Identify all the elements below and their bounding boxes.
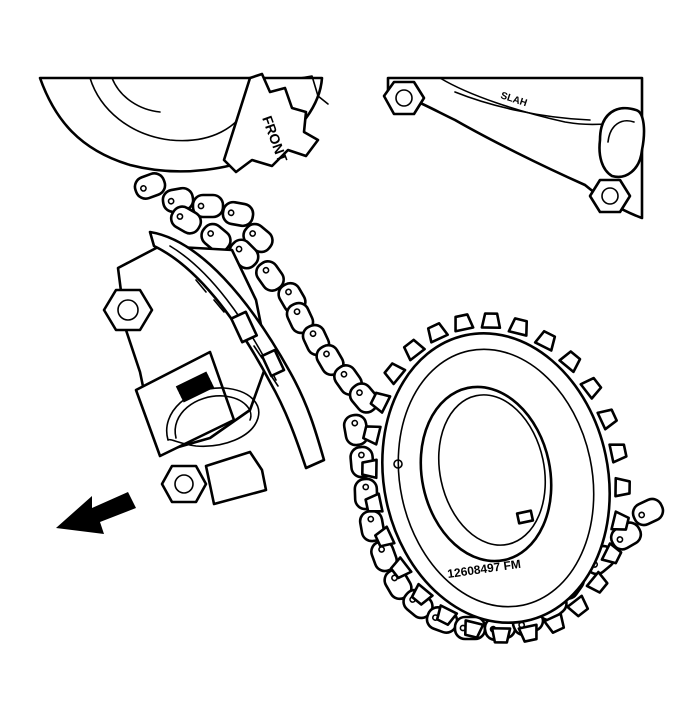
sprocket-tooth (608, 443, 628, 464)
sprocket-tooth (369, 391, 392, 414)
sprocket-tooth (389, 556, 413, 580)
sprocket-tooth (579, 376, 603, 400)
tensioner-bolt-lower (160, 450, 268, 506)
chain-link (631, 497, 665, 527)
sprocket-tooth (558, 350, 582, 374)
sprocket-tooth (517, 623, 538, 643)
sprocket-tooth (600, 542, 623, 565)
cover-bolt-left (382, 80, 426, 116)
chain-link (169, 205, 203, 235)
sprocket-keyway (515, 509, 535, 525)
chain-link (200, 222, 232, 254)
sprocket-tooth (566, 594, 590, 618)
sprocket-tooth (533, 329, 557, 352)
sprocket-tooth (614, 476, 631, 498)
sprocket-tooth (463, 619, 485, 639)
sprocket-tooth (361, 458, 378, 480)
sprocket-tooth (596, 408, 618, 431)
front-cover-section: SLAH (382, 76, 646, 220)
sprocket-tooth (454, 313, 475, 333)
cover-bolt-right (588, 178, 632, 214)
sprocket-tooth (362, 425, 382, 446)
sprocket-tooth (480, 312, 502, 330)
sprocket-tooth (374, 525, 396, 548)
chain-link (255, 260, 285, 292)
chain-link (191, 193, 225, 219)
sprocket-tooth (402, 338, 426, 362)
sprocket-tooth (610, 510, 630, 531)
direction-arrow (56, 492, 136, 534)
sprocket-tooth (410, 582, 434, 606)
sprocket-tooth (507, 317, 529, 337)
sprocket-tooth (585, 570, 609, 594)
timing-mark-dot (393, 459, 403, 469)
tensioner-bolt-upper (102, 288, 154, 332)
chain-link (133, 172, 167, 200)
sprocket-tooth (426, 322, 449, 344)
crankshaft-sprocket: 12608497 FM (361, 312, 631, 644)
sprocket-tooth (435, 604, 459, 627)
sprocket-tooth (543, 612, 566, 634)
upper-camshaft-sprocket: FRONT (38, 72, 329, 174)
chain-link (221, 200, 255, 228)
sprocket-tooth (490, 626, 512, 644)
chain-tensioner-assembly (102, 230, 326, 506)
sprocket-tooth (364, 492, 384, 513)
sprocket-tooth (383, 362, 407, 386)
